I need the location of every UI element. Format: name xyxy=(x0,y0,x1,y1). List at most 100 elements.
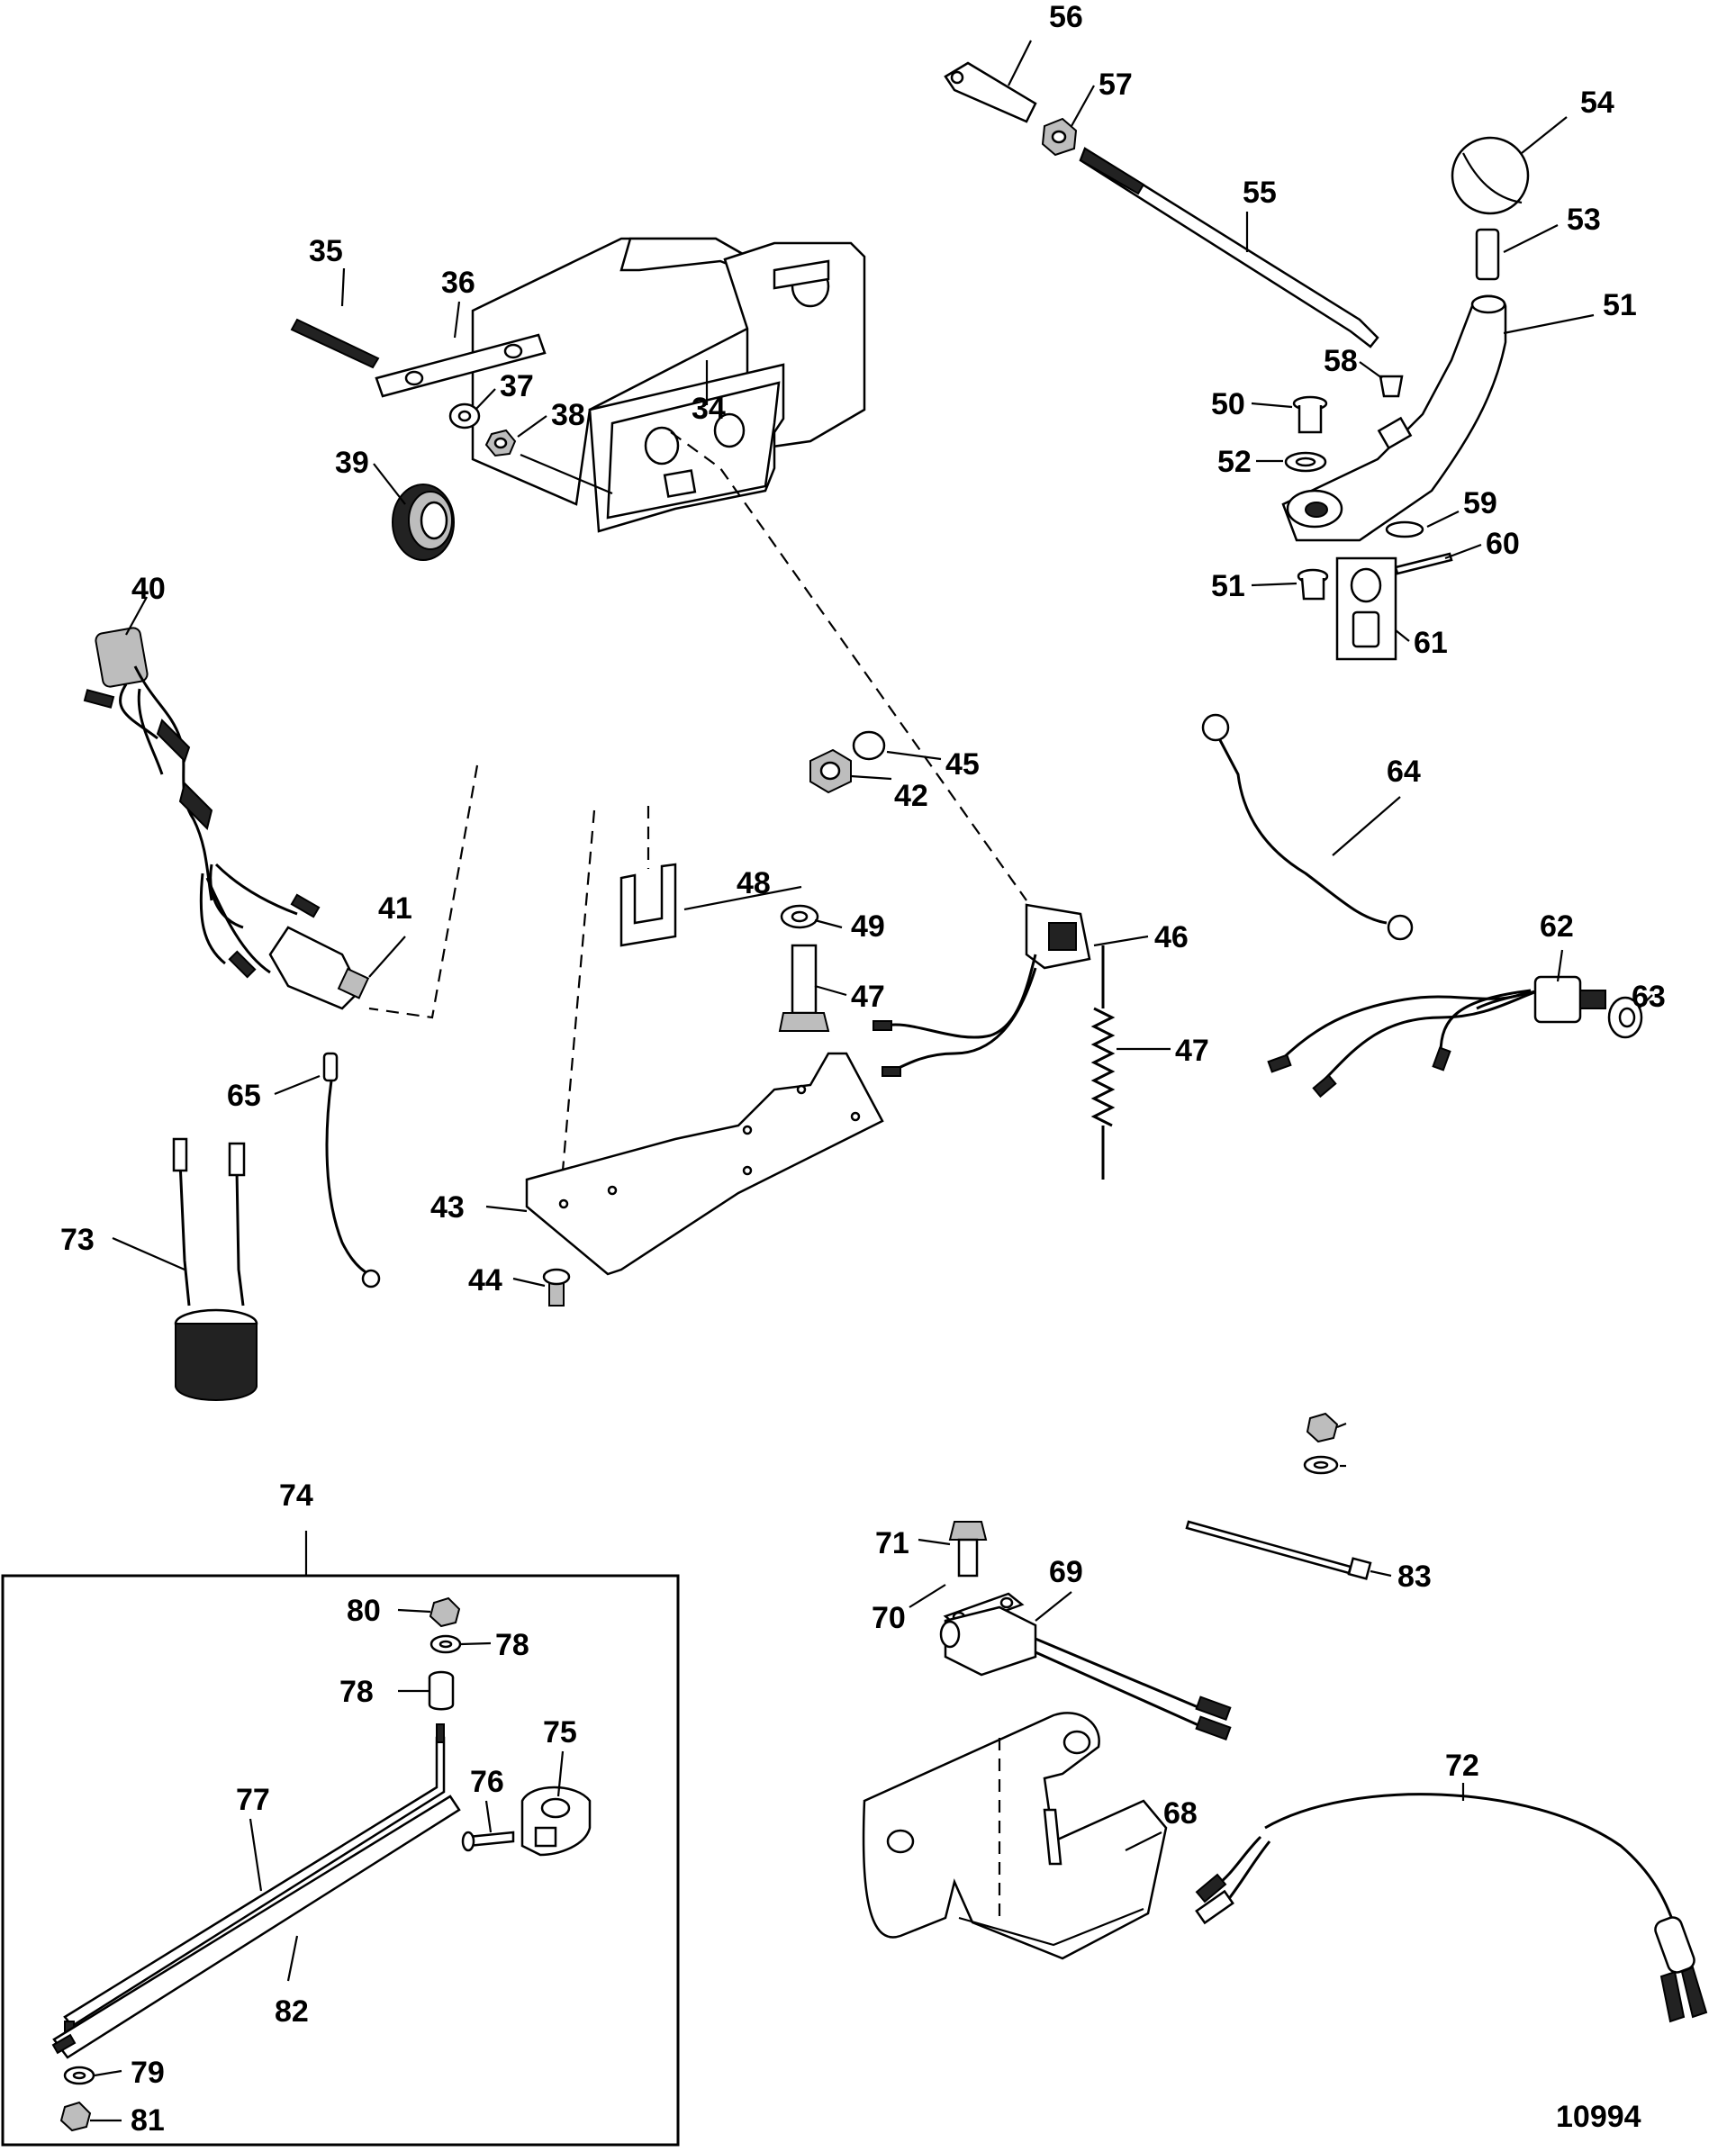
callout-70: 71 xyxy=(875,1526,909,1560)
callout-54: 53 xyxy=(1567,203,1601,237)
base-plate-43 xyxy=(525,1052,884,1276)
stud-35 xyxy=(290,318,380,369)
ball-55 xyxy=(1451,136,1530,215)
figure-number: 10994 xyxy=(1556,2100,1641,2134)
callout-36: 36 xyxy=(441,266,475,300)
switch-68 xyxy=(939,1605,1232,1741)
kit-62 xyxy=(1335,556,1397,661)
bar-80 xyxy=(51,1795,461,2059)
washer-78-upper xyxy=(429,1634,462,1654)
callout-69: 70 xyxy=(872,1601,906,1635)
washer-37 xyxy=(448,402,481,429)
washer-78-lower xyxy=(63,2066,95,2085)
callout-78-lower: 79 xyxy=(131,2056,165,2090)
grommet-39 xyxy=(392,484,455,561)
callout-63: 62 xyxy=(1540,909,1574,944)
callout-78-upper: 78 xyxy=(495,1628,529,1662)
control-housing xyxy=(471,237,866,533)
rod-end-57 xyxy=(944,61,1037,123)
callout-62: 61 xyxy=(1414,626,1448,660)
callout-40: 40 xyxy=(131,572,166,606)
shift-lever-52 xyxy=(1281,294,1507,542)
nut-64 xyxy=(1607,996,1643,1039)
bracket-67 xyxy=(862,1712,1168,1960)
callout-77: 78 xyxy=(339,1675,374,1709)
clip-48 xyxy=(619,863,677,947)
nut-38 xyxy=(484,429,517,457)
callout-57: 56 xyxy=(1049,0,1083,34)
ignition-switch-harness-40-41 xyxy=(83,627,370,1010)
nut-58 xyxy=(1041,117,1078,157)
spring-47 xyxy=(1090,945,1116,1180)
callout-71: 72 xyxy=(1445,1749,1479,1783)
callout-52: 51 xyxy=(1603,288,1637,322)
lanyard-switch-46 xyxy=(873,903,1091,1077)
nut-79-lower xyxy=(59,2101,92,2132)
nut-42 xyxy=(809,748,852,794)
callout-73: 74 xyxy=(279,1478,313,1513)
callout-41: 41 xyxy=(378,891,412,926)
leader-lines xyxy=(90,40,1653,2122)
callout-68: 69 xyxy=(1049,1555,1083,1589)
cotter-pin-61 xyxy=(1394,552,1453,575)
bolt-75 xyxy=(461,1831,515,1852)
callout-80: 82 xyxy=(275,1994,309,2029)
cap-45 xyxy=(852,730,886,761)
callout-34: 34 xyxy=(692,392,726,426)
clamp-74 xyxy=(520,1786,592,1857)
lead-71 xyxy=(1195,1793,1708,2023)
callout-75: 76 xyxy=(470,1765,504,1799)
callout-37: 37 xyxy=(500,369,534,403)
callout-38: 38 xyxy=(551,398,585,432)
callout-35: 35 xyxy=(309,234,343,268)
callout-44: 44 xyxy=(468,1263,502,1298)
callout-72: 73 xyxy=(60,1223,95,1257)
callout-45: 45 xyxy=(945,747,980,782)
spacer-77 xyxy=(428,1670,455,1711)
rod-56 xyxy=(1079,147,1379,348)
callout-49: 47 xyxy=(851,980,885,1014)
callout-55: 54 xyxy=(1580,86,1614,120)
callout-66: 65 xyxy=(227,1079,261,1113)
callout-81: 83 xyxy=(1397,1560,1432,1594)
nut-83 xyxy=(1306,1412,1339,1443)
washer-60 xyxy=(1385,520,1424,538)
callout-67: 68 xyxy=(1163,1796,1198,1831)
callout-60: 59 xyxy=(1463,486,1497,520)
callout-labels: 56 57 54 53 55 51 58 50 52 59 60 51 61 3… xyxy=(60,0,1666,2138)
callout-48: 48 xyxy=(737,866,771,900)
plate-36 xyxy=(375,333,547,398)
callout-76: 77 xyxy=(236,1783,270,1817)
cable-tie-81 xyxy=(1185,1520,1372,1580)
callout-59: 58 xyxy=(1324,344,1358,378)
callout-65: 64 xyxy=(1387,755,1421,789)
callout-79-lower: 81 xyxy=(131,2103,165,2138)
kit-box-73 xyxy=(1,1531,680,2147)
bolt-70 xyxy=(948,1521,988,1578)
callout-51-lower: 51 xyxy=(1211,569,1245,603)
bushing-59 xyxy=(1379,375,1404,398)
callout-74: 75 xyxy=(543,1715,577,1750)
callout-39: 39 xyxy=(335,446,369,480)
callout-53: 52 xyxy=(1217,445,1252,479)
tab-washer-50 xyxy=(780,904,819,929)
callout-51-upper: 50 xyxy=(1211,387,1245,421)
washer-53 xyxy=(1284,451,1327,473)
screw-44 xyxy=(542,1268,571,1307)
callout-43: 43 xyxy=(430,1190,465,1225)
toggle-switch-harness-63 xyxy=(1267,975,1606,1099)
nut-79-upper xyxy=(429,1596,461,1628)
bushing-51-lower xyxy=(1297,568,1329,601)
pin-54 xyxy=(1475,228,1500,281)
callout-56: 55 xyxy=(1243,176,1277,210)
callout-79-upper: 80 xyxy=(347,1594,381,1628)
lead-66 xyxy=(322,1052,381,1288)
washer-82 xyxy=(1303,1455,1339,1475)
ground-strap-65 xyxy=(1201,713,1414,941)
callout-47: 47 xyxy=(1175,1034,1209,1068)
bushing-51-upper xyxy=(1292,395,1328,434)
callout-64: 63 xyxy=(1632,980,1666,1014)
callout-42: 42 xyxy=(894,779,928,813)
